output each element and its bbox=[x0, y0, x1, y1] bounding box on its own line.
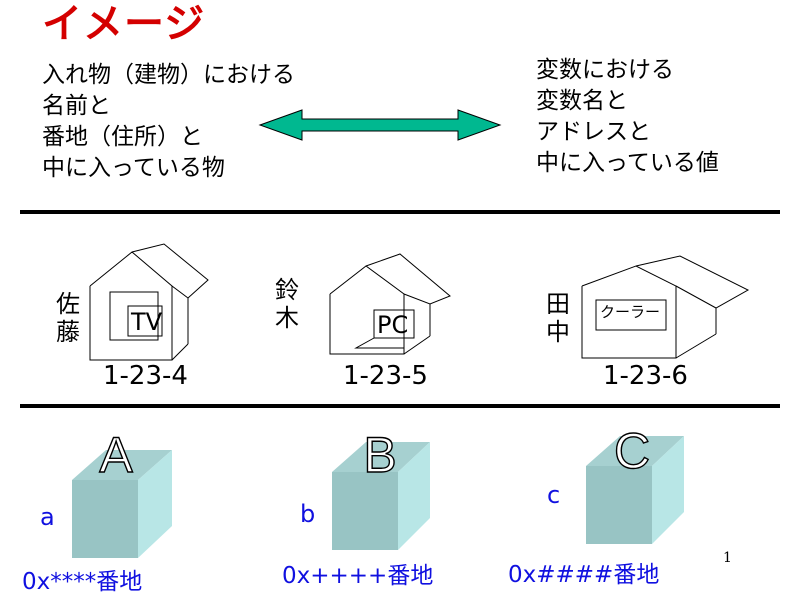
variable-description: 変数における 変数名と アドレスと 中に入っている値 bbox=[536, 55, 719, 179]
container-line-2: 名前と bbox=[42, 93, 111, 119]
slide-title: イメージ bbox=[42, 1, 206, 47]
variable-name-b: b bbox=[300, 500, 316, 528]
house-address-1: 1-23-4 bbox=[103, 361, 188, 391]
double-arrow-icon bbox=[258, 109, 502, 141]
variable-name-a: a bbox=[40, 503, 55, 531]
variable-box-icon-c bbox=[586, 436, 684, 544]
house-icon-1 bbox=[89, 243, 209, 361]
variable-box-icon-b bbox=[332, 442, 430, 550]
variable-address-c: 0x####番地 bbox=[508, 562, 660, 588]
house-icon-3 bbox=[581, 255, 750, 359]
svg-text:A: A bbox=[99, 427, 133, 483]
divider-bottom bbox=[20, 404, 780, 408]
house-owner-1: 佐 藤 bbox=[56, 290, 80, 346]
container-description: 入れ物（建物）における 名前と 番地（住所）と 中に入っている物 bbox=[42, 60, 295, 184]
container-line-3: 番地（住所）と bbox=[42, 124, 203, 150]
variable-line-4: 中に入っている値 bbox=[536, 150, 719, 176]
variable-letter-c: C bbox=[613, 422, 651, 479]
container-line-4: 中に入っている物 bbox=[42, 155, 225, 181]
variable-line-2: 変数名と bbox=[536, 88, 628, 114]
house-owner-2: 鈴 木 bbox=[275, 276, 299, 332]
container-line-1: 入れ物（建物）における bbox=[42, 62, 295, 88]
house-content-1: TV bbox=[131, 308, 163, 336]
variable-line-3: アドレスと bbox=[536, 119, 651, 145]
house-icon-2 bbox=[329, 253, 451, 355]
svg-text:B: B bbox=[363, 427, 396, 483]
house-content-2: PC bbox=[377, 311, 409, 339]
variable-address-b: 0x++++番地 bbox=[282, 563, 434, 589]
page-number: 1 bbox=[723, 550, 732, 566]
variable-letter-a: A bbox=[99, 426, 134, 483]
house-address-3: 1-23-6 bbox=[603, 361, 688, 391]
variable-box-icon-a bbox=[72, 450, 172, 558]
variable-address-a: 0x****番地 bbox=[22, 569, 143, 595]
house-address-2: 1-23-5 bbox=[343, 361, 428, 391]
svg-text:C: C bbox=[614, 423, 650, 479]
house-owner-3: 田 中 bbox=[546, 290, 570, 346]
divider-top bbox=[20, 210, 780, 214]
variable-letter-b: B bbox=[363, 426, 398, 483]
variable-line-1: 変数における bbox=[536, 57, 674, 83]
variable-name-c: c bbox=[547, 481, 561, 509]
house-content-3: クーラー bbox=[600, 303, 661, 321]
